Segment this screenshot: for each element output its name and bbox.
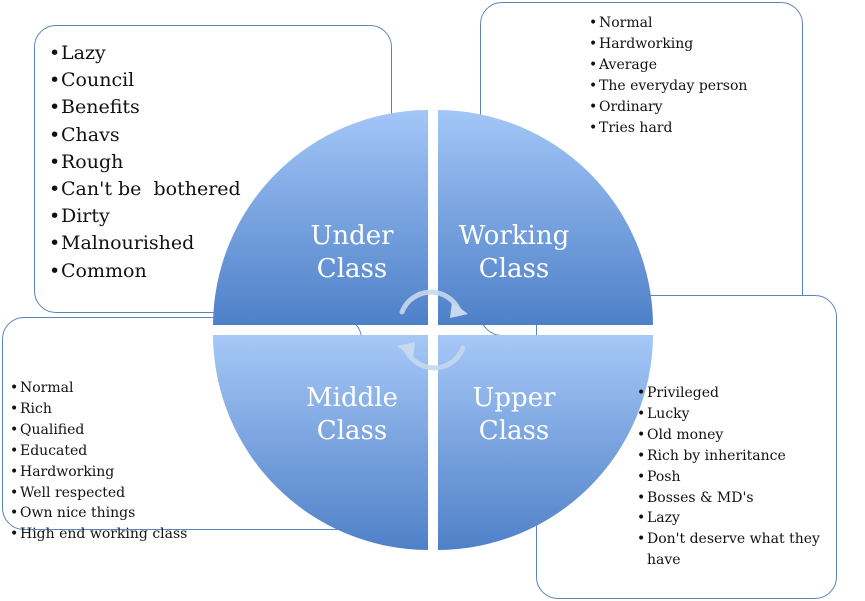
list-item: Normal xyxy=(589,13,747,34)
list-item: Well respected xyxy=(10,483,187,504)
upper-class-quadrant xyxy=(438,335,653,550)
list-item: Malnourished xyxy=(49,230,241,257)
upper-class-label: Upper xyxy=(472,383,556,413)
upper-class-label-line2: Class xyxy=(479,416,549,446)
list-item: Educated xyxy=(10,441,187,462)
middle-class-list: Normal Rich Qualified Educated Hardworki… xyxy=(10,378,187,545)
under-class-label: Under xyxy=(310,221,394,251)
list-item: Council xyxy=(49,67,241,94)
upper-class-list: Privileged Lucky Old money Rich by inher… xyxy=(637,383,827,571)
middle-class-label: Middle xyxy=(306,383,398,413)
list-item: Hardworking xyxy=(10,462,187,483)
list-item: Benefits xyxy=(49,94,241,121)
list-item: The everyday person xyxy=(589,76,747,97)
list-item: Lazy xyxy=(49,40,241,67)
list-item: Chavs xyxy=(49,122,241,149)
list-item: Can't be bothered xyxy=(49,176,241,203)
middle-class-label-line2: Class xyxy=(317,416,387,446)
list-item: Tries hard xyxy=(589,118,747,139)
under-class-label-line2: Class xyxy=(317,254,387,284)
list-item: Rich by inheritance xyxy=(637,446,827,467)
list-item: Ordinary xyxy=(589,97,747,118)
list-item: High end working class xyxy=(10,524,187,545)
list-item: Average xyxy=(589,55,747,76)
list-item: Qualified xyxy=(10,420,187,441)
list-item: Lazy xyxy=(637,508,827,529)
list-item: Bosses & MD's xyxy=(637,488,827,509)
cycle-arrows-icon xyxy=(399,289,466,371)
list-item: Don't deserve what they have xyxy=(637,529,827,571)
working-class-list: Normal Hardworking Average The everyday … xyxy=(589,13,747,138)
working-class-label: Working xyxy=(459,221,570,251)
list-item: Privileged xyxy=(637,383,827,404)
list-item: Rich xyxy=(10,399,187,420)
list-item: Hardworking xyxy=(589,34,747,55)
list-item: Posh xyxy=(637,467,827,488)
under-class-list: Lazy Council Benefits Chavs Rough Can't … xyxy=(49,40,241,285)
list-item: Dirty xyxy=(49,203,241,230)
list-item: Old money xyxy=(637,425,827,446)
list-item: Rough xyxy=(49,149,241,176)
list-item: Lucky xyxy=(637,404,827,425)
list-item: Normal xyxy=(10,378,187,399)
list-item: Common xyxy=(49,258,241,285)
working-class-label-line2: Class xyxy=(479,254,549,284)
arrowhead-right-icon xyxy=(450,302,468,318)
working-class-quadrant xyxy=(438,110,653,325)
arrowhead-left-icon xyxy=(397,342,415,358)
under-class-quadrant xyxy=(213,110,428,325)
list-item: Own nice things xyxy=(10,503,187,524)
middle-class-quadrant xyxy=(213,335,428,550)
